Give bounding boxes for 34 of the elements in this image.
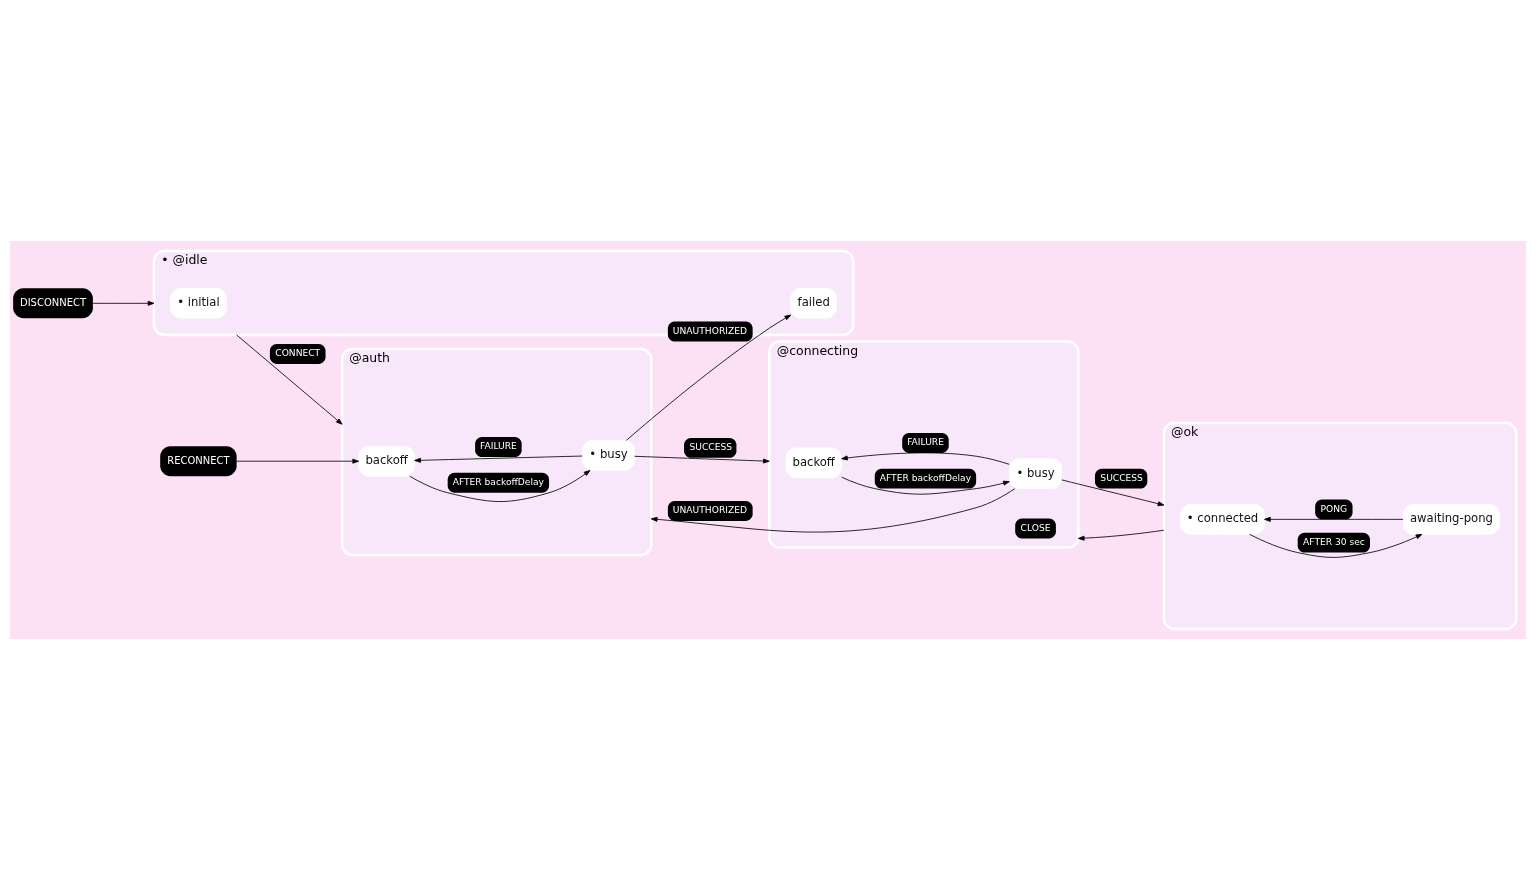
edge-label: SUCCESS bbox=[1100, 472, 1143, 483]
arrow bbox=[841, 476, 1010, 495]
arrow bbox=[650, 488, 1016, 533]
edge-label: SUCCESS bbox=[689, 442, 733, 453]
arrow bbox=[634, 455, 770, 464]
node-box: • busy bbox=[581, 440, 636, 471]
node-box: failed bbox=[790, 287, 837, 319]
edge-label: CONNECT bbox=[275, 348, 321, 359]
arrow bbox=[236, 458, 359, 464]
arrow bbox=[841, 452, 1010, 465]
node-box: DISCONNECT bbox=[13, 288, 93, 319]
edge-label: FAILURE bbox=[480, 441, 517, 452]
arrow bbox=[92, 300, 155, 306]
edge-label: UNAUTHORIZED bbox=[672, 325, 747, 336]
arrow bbox=[1077, 529, 1165, 541]
node-box: backoff bbox=[358, 445, 415, 477]
edge-label: CLOSE bbox=[1020, 522, 1051, 533]
node-box: • connected bbox=[1180, 503, 1265, 535]
arrow bbox=[236, 334, 343, 425]
edge-label: AFTER 30 sec bbox=[1303, 536, 1365, 547]
edge-label: PONG bbox=[1320, 503, 1348, 514]
node-box: RECONNECT bbox=[160, 446, 237, 477]
edge-label: AFTER backoffDelay bbox=[879, 472, 972, 483]
arrow bbox=[1264, 516, 1404, 522]
arrow bbox=[625, 314, 792, 441]
node-box: backoff bbox=[785, 447, 842, 479]
edge-label: FAILURE bbox=[907, 437, 944, 448]
arrow bbox=[414, 455, 583, 463]
node-box: • busy bbox=[1008, 458, 1063, 490]
edge-label: UNAUTHORIZED bbox=[672, 505, 747, 516]
node-box: • initial bbox=[170, 287, 227, 319]
arrow bbox=[1061, 479, 1165, 507]
edge-label: AFTER backoffDelay bbox=[452, 477, 544, 488]
node-box: awaiting-pong bbox=[1402, 503, 1501, 535]
